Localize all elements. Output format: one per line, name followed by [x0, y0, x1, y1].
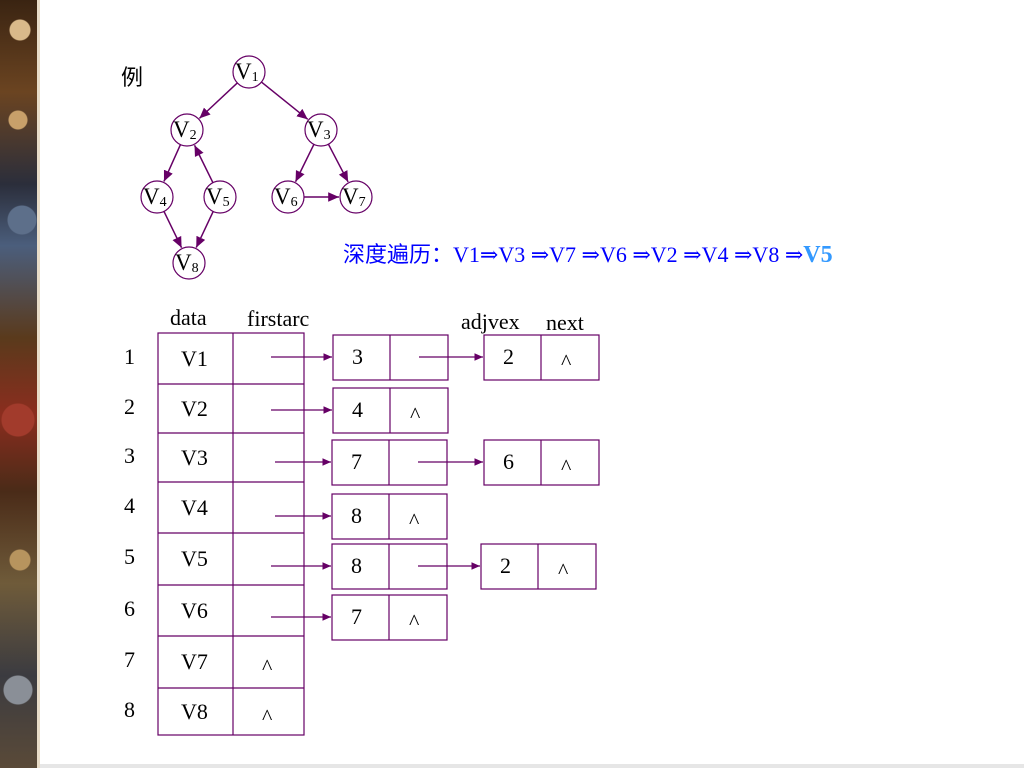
vertex-data-cell: V6 — [181, 597, 208, 623]
firstarc-null: ^ — [262, 654, 273, 679]
vertex-index: 3 — [124, 442, 135, 468]
header-data: data — [170, 305, 207, 330]
graph-node-label: V3 — [307, 118, 331, 143]
graph-edge-v3-v6 — [294, 144, 315, 183]
graph-edge-v4-v8 — [163, 211, 183, 249]
node-subscript: 1 — [251, 70, 259, 85]
graph-edge-v3-v7 — [327, 143, 349, 183]
node-subscript: 6 — [290, 195, 298, 210]
arc-next-null: ^ — [410, 402, 421, 427]
vertex-data-cell: V8 — [181, 698, 208, 724]
node-letter: V — [235, 59, 252, 84]
graph-node-label: V8 — [175, 251, 199, 276]
node-subscript: 4 — [159, 195, 167, 210]
vertex-index: 5 — [124, 544, 135, 569]
vertex-data-cell: V2 — [181, 395, 208, 421]
vertex-data-cell: V1 — [181, 345, 208, 371]
vertex-index: 7 — [124, 647, 135, 672]
vertex-index: 1 — [124, 343, 135, 369]
graph-node-label: V5 — [206, 185, 230, 210]
node-subscript: 5 — [222, 195, 230, 210]
graph-edge-v5-v8 — [195, 211, 214, 248]
vertex-table-frame — [157, 332, 305, 736]
node-letter: V — [342, 184, 359, 209]
vertex-data-cell: V3 — [181, 444, 208, 470]
graph-node-v8 — [172, 246, 206, 280]
node-subscript: 7 — [358, 195, 366, 210]
header-firstarc: firstarc — [247, 306, 310, 331]
graph-edge-v5-v2 — [193, 144, 214, 183]
graph — [140, 55, 373, 280]
graph-node-v4 — [140, 180, 174, 214]
arc-adjvex: 3 — [352, 344, 363, 369]
graph-edge-v1-v3 — [260, 81, 309, 120]
node-letter: V — [307, 117, 324, 142]
graph-node-label: V7 — [342, 185, 366, 210]
arc-adjvex: 8 — [351, 553, 362, 578]
node-subscript: 2 — [189, 128, 197, 143]
arc-next-null: ^ — [558, 558, 569, 583]
example-label: 例 — [121, 65, 144, 90]
graph-node-v7 — [339, 180, 373, 214]
arc-adjvex: 7 — [351, 449, 362, 474]
graph-node-v6 — [271, 180, 305, 214]
graph-node-label: V6 — [274, 185, 298, 210]
node-letter: V — [274, 184, 291, 209]
vertex-data-cell: V5 — [181, 546, 208, 571]
arc-next-null: ^ — [409, 609, 420, 634]
dfs-last-node: V5 — [803, 242, 833, 268]
node-letter: V — [206, 184, 223, 209]
node-subscript: 8 — [191, 261, 199, 276]
node-letter: V — [173, 117, 190, 142]
firstarc-null: ^ — [262, 703, 273, 729]
node-letter: V — [175, 250, 192, 275]
dfs-sequence: 深度遍历：V1⇒V3 ⇒V7 ⇒V6 ⇒V2 ⇒V4 ⇒V8 ⇒ — [343, 242, 804, 267]
node-subscript: 3 — [323, 128, 331, 143]
arc-next-null: ^ — [561, 454, 572, 479]
graph-node-v1 — [232, 55, 266, 89]
vertex-index: 8 — [124, 696, 135, 722]
arc-adjvex: 6 — [503, 449, 514, 474]
decorative-border-strip — [0, 0, 40, 768]
header-next: next — [546, 310, 584, 335]
arc-next-null: ^ — [561, 349, 572, 374]
adjacency-list — [157, 332, 600, 736]
arc-adjvex: 2 — [500, 553, 511, 578]
graph-node-v2 — [170, 113, 204, 147]
bottom-divider — [40, 764, 1024, 768]
graph-node-v5 — [203, 180, 237, 214]
arc-adjvex: 4 — [352, 397, 363, 422]
graph-edge-v2-v4 — [163, 144, 182, 182]
arc-adjvex: 2 — [503, 344, 514, 369]
vertex-index: 4 — [124, 492, 135, 518]
dfs-traversal-text: 深度遍历：V1⇒V3 ⇒V7 ⇒V6 ⇒V2 ⇒V4 ⇒V8 ⇒V5 — [343, 243, 833, 267]
arc-adjvex: 8 — [351, 503, 362, 528]
graph-node-label: V2 — [173, 118, 197, 143]
vertex-index: 2 — [124, 393, 135, 419]
vertex-data-cell: V7 — [181, 649, 208, 674]
graph-node-label: V1 — [235, 60, 259, 85]
vertex-data-cell: V4 — [181, 494, 208, 520]
arc-next-null: ^ — [409, 508, 420, 533]
arc-adjvex: 7 — [351, 604, 362, 629]
vertex-index: 6 — [124, 595, 135, 621]
graph-node-label: V4 — [143, 185, 167, 210]
graph-edge-v1-v2 — [198, 82, 238, 119]
header-adjvex: adjvex — [461, 309, 520, 334]
node-letter: V — [143, 184, 160, 209]
graph-node-v3 — [304, 113, 338, 147]
